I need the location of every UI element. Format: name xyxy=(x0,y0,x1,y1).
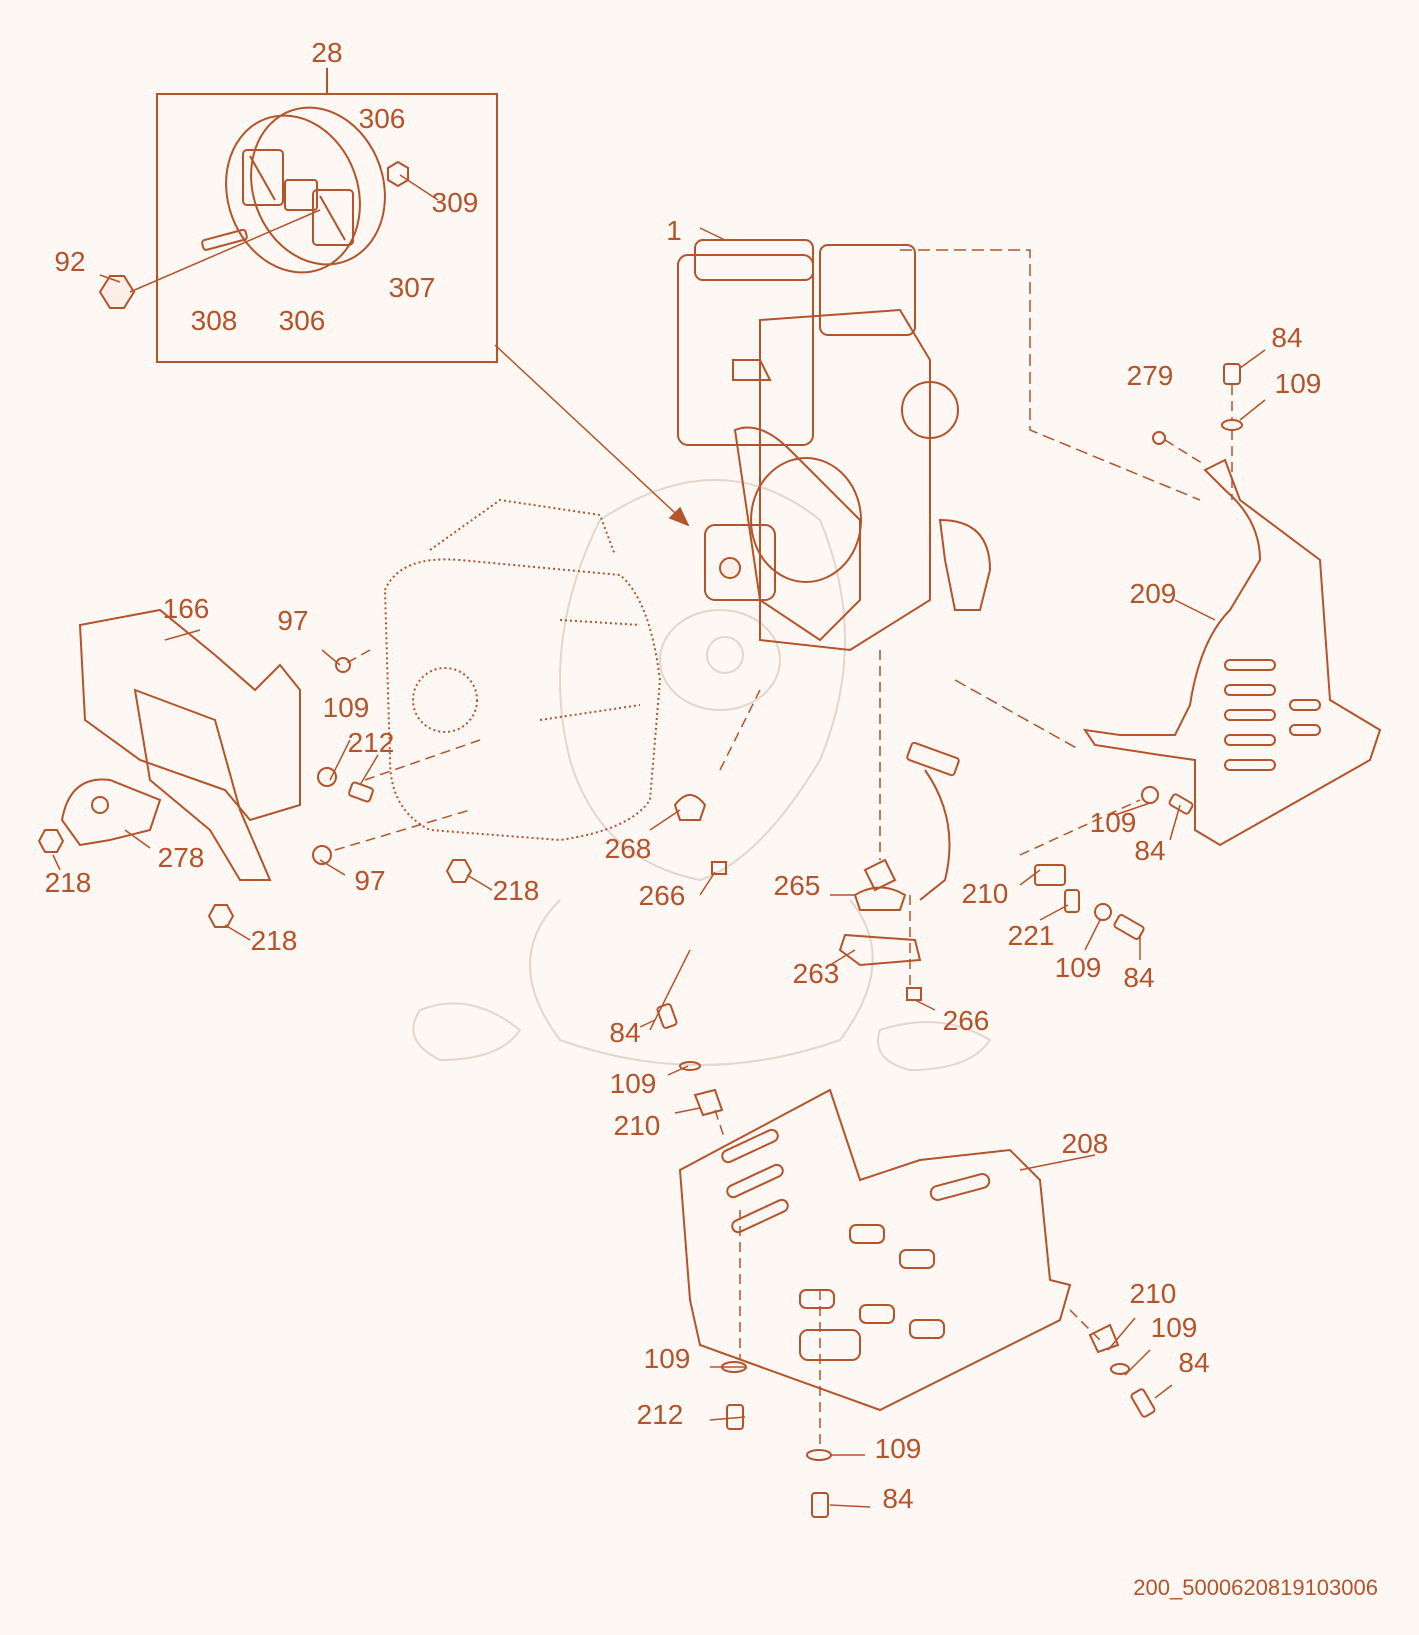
callout-218a: 218 xyxy=(45,867,92,898)
bracket-278 xyxy=(60,778,162,847)
callout-109e: 109 xyxy=(610,1068,657,1099)
callout-84c: 84 xyxy=(1123,962,1154,993)
callout-279: 279 xyxy=(1127,360,1174,391)
callout-212b: 212 xyxy=(637,1399,684,1430)
cover-plate xyxy=(78,608,301,881)
callout-268: 268 xyxy=(605,833,652,864)
leader-lines xyxy=(52,174,1266,1508)
clutch-drum xyxy=(225,106,386,274)
skid-plate xyxy=(678,1088,1072,1412)
callout-306a: 306 xyxy=(359,103,406,134)
callout-265: 265 xyxy=(774,870,821,901)
callout-307: 307 xyxy=(389,272,436,303)
callout-306b: 306 xyxy=(279,305,326,336)
callout-84b: 84 xyxy=(1134,835,1165,866)
callout-218b: 218 xyxy=(493,875,540,906)
watermark-mascot xyxy=(412,479,992,1072)
callout-109h: 109 xyxy=(875,1433,922,1464)
clutch-hardware xyxy=(98,160,409,309)
callout-28: 28 xyxy=(311,37,342,68)
callout-109d: 109 xyxy=(1055,952,1102,983)
callout-221: 221 xyxy=(1008,920,1055,951)
callout-84d: 84 xyxy=(609,1017,640,1048)
callout-208: 208 xyxy=(1062,1128,1109,1159)
callout-266b: 266 xyxy=(943,1005,990,1036)
starter-housing-outline xyxy=(383,498,662,842)
callout-1: 1 xyxy=(666,215,682,246)
callout-84f: 84 xyxy=(882,1483,913,1514)
engine-unit xyxy=(677,239,992,652)
callout-209: 209 xyxy=(1130,578,1177,609)
callout-210b: 210 xyxy=(614,1110,661,1141)
right-side-frame xyxy=(1082,458,1382,847)
callout-263: 263 xyxy=(793,958,840,989)
callout-278: 278 xyxy=(158,842,205,873)
callout-97a: 97 xyxy=(277,605,308,636)
small-hardware xyxy=(37,363,1243,1518)
clutch-assembly-box xyxy=(156,68,498,363)
callout-266a: 266 xyxy=(639,880,686,911)
callout-109f: 109 xyxy=(1151,1312,1198,1343)
drawing-code: 200_5000620819103006 xyxy=(1133,1575,1378,1600)
callout-109c: 109 xyxy=(1090,807,1137,838)
callout-210a: 210 xyxy=(962,878,1009,909)
callout-212a: 212 xyxy=(348,727,395,758)
callout-166: 166 xyxy=(163,593,210,624)
callout-109b: 109 xyxy=(323,692,370,723)
callout-218c: 218 xyxy=(251,925,298,956)
callout-210c: 210 xyxy=(1130,1278,1177,1309)
callout-308: 308 xyxy=(191,305,238,336)
callout-84e: 84 xyxy=(1178,1347,1209,1378)
callout-109a: 109 xyxy=(1275,368,1322,399)
callout-84a: 84 xyxy=(1271,322,1302,353)
callout-109g: 109 xyxy=(644,1343,691,1374)
callout-309: 309 xyxy=(432,187,479,218)
callout-97b: 97 xyxy=(354,865,385,896)
callout-92: 92 xyxy=(54,246,85,277)
